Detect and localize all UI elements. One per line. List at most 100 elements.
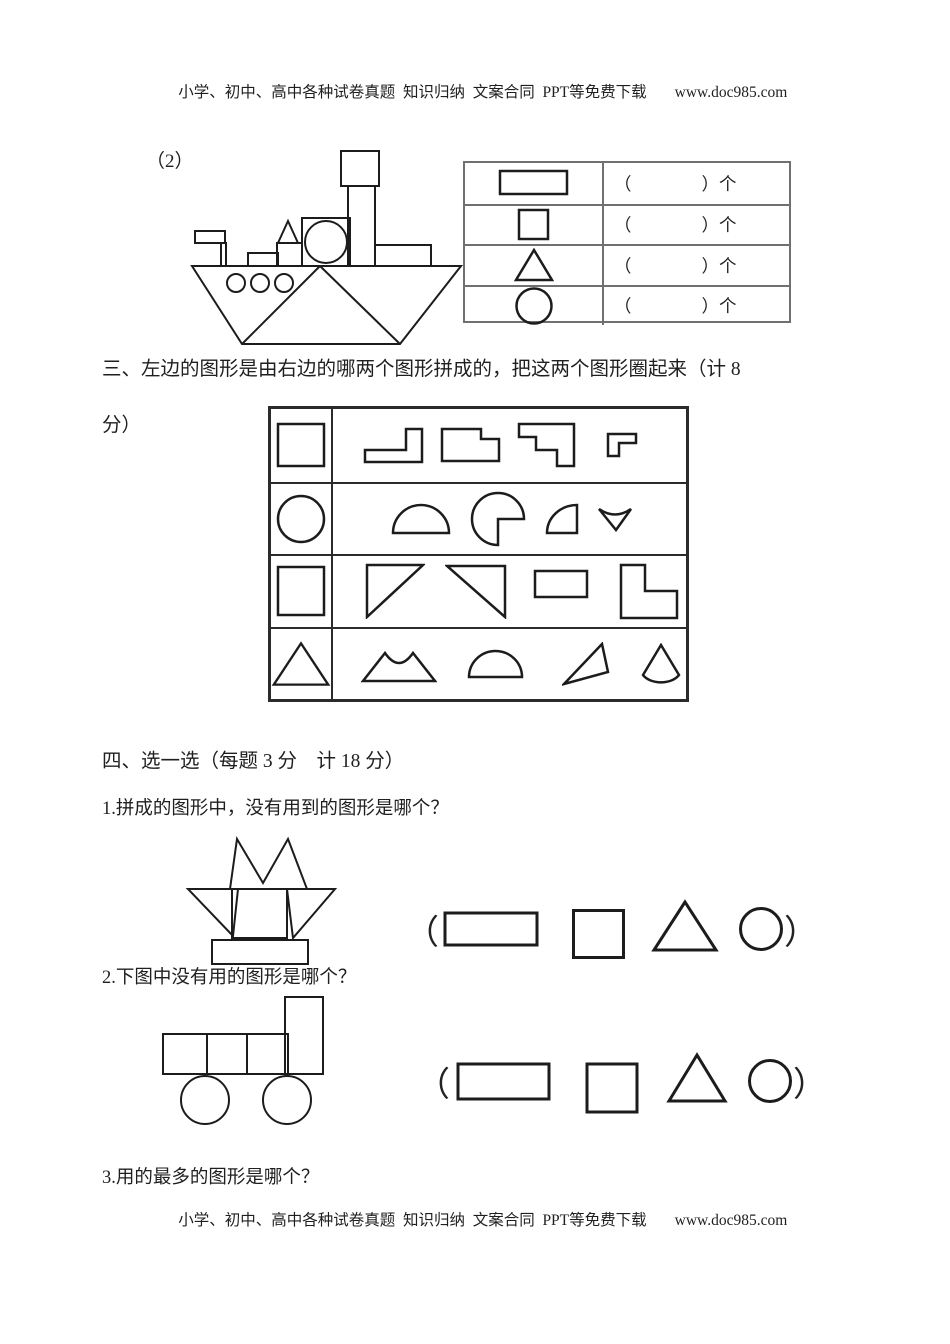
l-step-shape-icon [363, 427, 424, 463]
circle-icon [276, 494, 326, 543]
hull-diagonal-left [241, 265, 321, 345]
semicircle-icon [391, 503, 451, 534]
grid-options-row-2 [333, 481, 686, 555]
footer-url: www.doc985.com [674, 1212, 788, 1229]
page-header: 小学、初中、高中各种试卷真题 知识归纳 文案合同 PPT等免费下载 www.doc… [0, 62, 950, 120]
rectangle-icon [456, 1062, 551, 1100]
windmill-figure [185, 836, 338, 965]
question4-item1: 1.拼成的图形中，没有用到的图形是哪个？ [102, 799, 449, 819]
close-paren: ） [784, 914, 818, 952]
bridge-shape-icon [361, 650, 437, 682]
square-icon [572, 909, 625, 959]
seven-shape-icon [517, 423, 576, 468]
question4-item2: 2.下图中没有用的图形是哪个？ [102, 968, 357, 988]
open-paren: （ [405, 914, 439, 952]
rectangle-icon [443, 911, 539, 947]
hull-circle-3 [274, 273, 294, 293]
hull-circle-2 [250, 273, 270, 293]
body-square-2 [206, 1033, 248, 1075]
cabin-roof-triangle [276, 218, 300, 244]
right-wing-triangle [285, 888, 338, 941]
grid-options-row-3 [333, 554, 686, 627]
square-icon [585, 1062, 639, 1114]
cabin-square [276, 242, 303, 267]
rectangle-icon [533, 570, 589, 599]
flag-icon [194, 230, 226, 244]
thin-triangle-icon [562, 641, 610, 686]
flag-pole [220, 242, 227, 267]
answer-blank-text: （ ）个 [614, 296, 737, 317]
answer-blank-text: （ ）个 [614, 173, 737, 194]
left-wing-triangle [185, 888, 240, 939]
grid-target-square [271, 409, 333, 482]
body-square-1 [162, 1033, 208, 1075]
deck-step-rectangle [247, 252, 279, 267]
quarter-circle-icon [545, 503, 579, 534]
right-triangle-up-icon [365, 564, 425, 620]
shape-count-table: （ ）个 （ ）个 （ ）个 （ ）个 [463, 161, 791, 326]
section2-label: （2） [146, 151, 194, 172]
count-answer-blank: （ ）个 [602, 284, 789, 325]
count-answer-blank: （ ）个 [602, 244, 789, 285]
chimney-top-square [340, 150, 380, 187]
square-icon [517, 208, 549, 240]
square-icon [276, 423, 326, 468]
wheel-circle-1 [180, 1075, 230, 1125]
circle-icon [739, 907, 783, 951]
semicircle-icon [467, 649, 524, 678]
small-corner-icon [606, 433, 638, 458]
base-rectangle [211, 939, 309, 965]
question4-title: 四、选一选（每题 3 分 计 18 分） [102, 751, 405, 772]
grid-target-square-2 [271, 554, 333, 627]
grid-options-row-1 [333, 409, 686, 482]
wheel-circle-2 [262, 1075, 312, 1125]
boat-figure [190, 150, 464, 345]
answer-blank-text: （ ）个 [614, 255, 737, 276]
body-square-3 [246, 1033, 289, 1075]
question4-item3: 3.用的最多的图形是哪个？ [102, 1168, 320, 1188]
square-icon [276, 566, 326, 617]
table-row-triangle-cell [465, 244, 602, 285]
cone-sector-icon [641, 642, 681, 684]
table-row-rectangle-cell [465, 163, 602, 204]
truck-figure [162, 996, 324, 1125]
matching-grid [268, 406, 689, 702]
triangle-icon [513, 247, 554, 282]
l-shape-icon [619, 563, 679, 619]
count-answer-blank: （ ）个 [602, 203, 789, 244]
open-paren: （ [416, 1066, 450, 1104]
porthole-circle [304, 220, 348, 264]
grid-target-circle [271, 481, 333, 554]
hull-circle-1 [226, 273, 246, 293]
triangle-icon [271, 640, 331, 686]
header-text: 小学、初中、高中各种试卷真题 知识归纳 文案合同 PPT等免费下载 [178, 84, 647, 101]
count-answer-blank: （ ）个 [602, 163, 789, 204]
grid-target-triangle [271, 626, 333, 699]
hull-trapezoid [190, 265, 464, 345]
rectangle-icon [498, 170, 568, 196]
center-square [231, 888, 288, 939]
table-row-circle-cell [465, 284, 602, 326]
table-row-square-cell [465, 203, 602, 245]
header-url: www.doc985.com [674, 84, 788, 101]
question3-text-line2: 分） [102, 415, 142, 436]
notched-rectangle-icon [440, 428, 501, 463]
close-paren: ） [793, 1066, 827, 1104]
triangle-icon [651, 899, 719, 952]
question3-text-line1: 三、左边的图形是由右边的哪两个图形拼成的，把这两个图形圈起来（计 8 [102, 359, 741, 380]
item2-options-row: （ ） [416, 1045, 827, 1117]
answer-blank-text: （ ）个 [614, 215, 737, 236]
cab-rectangle [284, 996, 324, 1075]
double-spike-triangles [228, 836, 309, 890]
triangle-icon [666, 1052, 728, 1103]
circle-icon [514, 287, 553, 325]
curved-wedge-icon [598, 508, 633, 533]
hull-diagonal-right [319, 265, 401, 345]
item1-options-row: （ ） [405, 893, 818, 965]
right-triangle-down-icon [445, 564, 507, 619]
porthole-square [301, 217, 351, 267]
chimney-rectangle [347, 185, 376, 267]
three-quarter-circle-icon [470, 491, 526, 547]
